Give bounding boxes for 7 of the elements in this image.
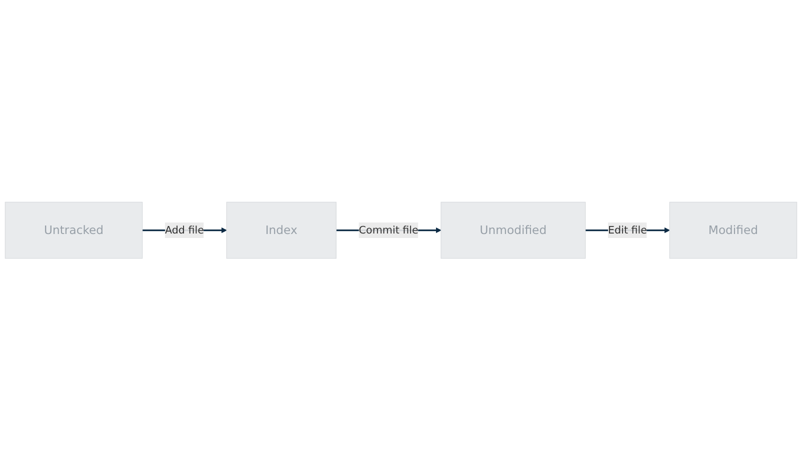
node-box: Unmodified: [440, 202, 586, 258]
edge-label: Add file: [164, 224, 204, 236]
node-box: Index: [226, 202, 336, 258]
edge-label: Edit file: [608, 224, 648, 236]
node-box: Modified: [669, 202, 798, 258]
edge-label: Commit file: [358, 224, 418, 236]
node-box: Untracked: [4, 202, 143, 258]
